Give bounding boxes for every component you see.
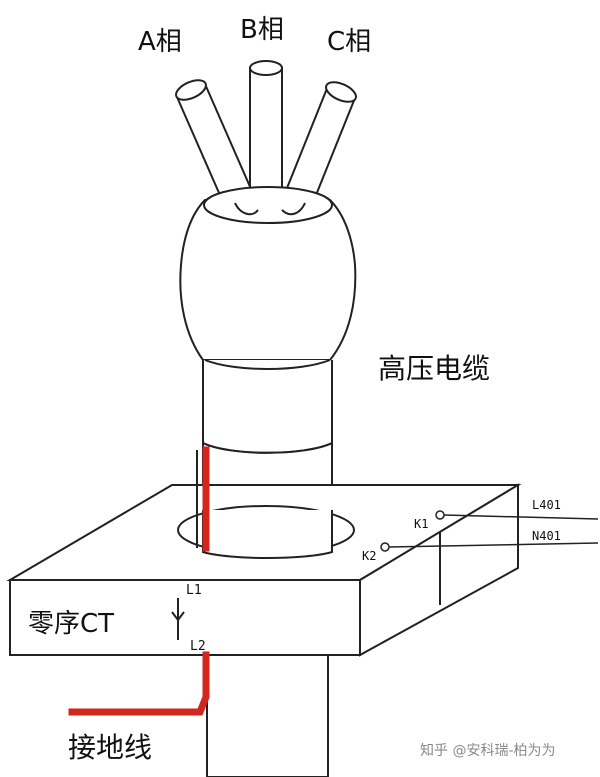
label-ground: 接地线 bbox=[68, 731, 152, 764]
label-l1: L1 bbox=[186, 583, 202, 598]
ground-wire bbox=[68, 446, 210, 716]
label-n401: N401 bbox=[532, 529, 561, 543]
label-l2: L2 bbox=[190, 639, 206, 654]
label-ct: 零序CT bbox=[28, 609, 114, 639]
label-phase-a: A相 bbox=[138, 27, 182, 57]
label-k1: K1 bbox=[414, 517, 428, 531]
label-phase-c: C相 bbox=[327, 27, 371, 57]
phase-conductor-a bbox=[175, 79, 260, 220]
terminal-k1 bbox=[435, 510, 445, 520]
label-k2: K2 bbox=[362, 549, 376, 563]
label-l401: L401 bbox=[532, 498, 561, 512]
secondary-terminals bbox=[380, 510, 599, 552]
cable-lower bbox=[206, 650, 329, 777]
cable-inside-ct bbox=[202, 510, 333, 559]
label-phase-b: B相 bbox=[240, 15, 284, 45]
lead-l401 bbox=[443, 514, 599, 520]
terminal-k2 bbox=[380, 542, 390, 552]
label-cable: 高压电缆 bbox=[378, 352, 490, 385]
watermark: 知乎 @安科瑞-柏为为 bbox=[420, 742, 556, 759]
ct-winding-arrow bbox=[171, 598, 185, 640]
lead-n401 bbox=[388, 542, 599, 548]
cable-terminal-head bbox=[179, 186, 357, 361]
